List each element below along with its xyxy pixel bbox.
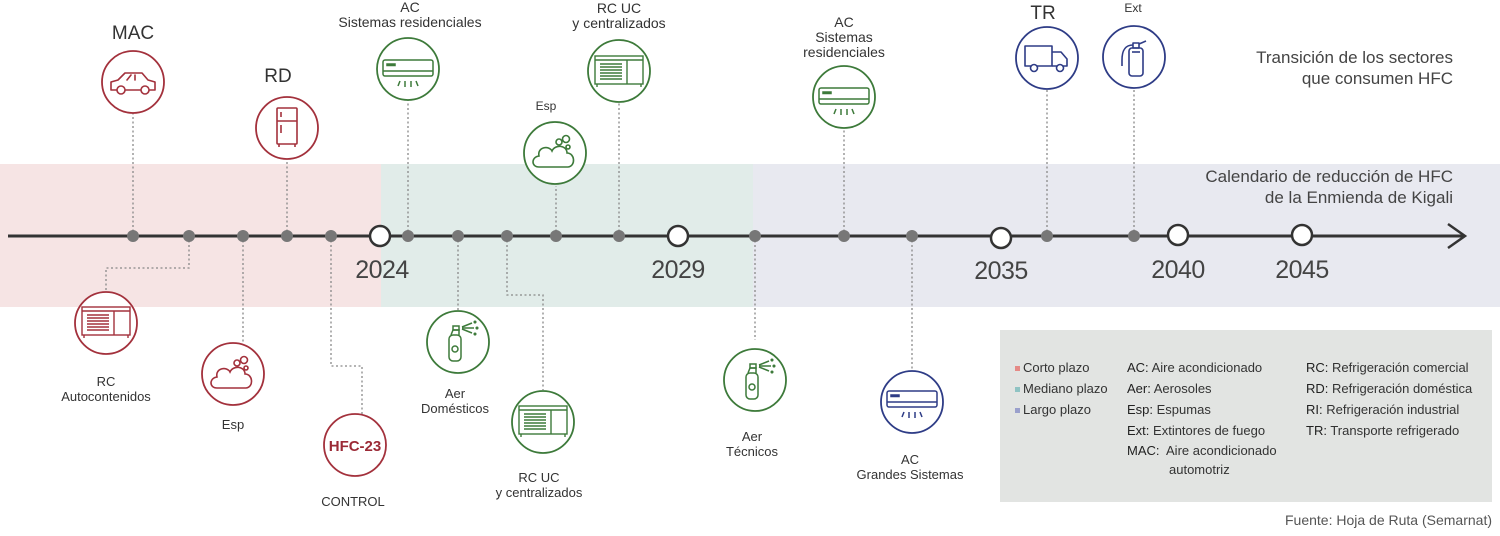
legend-abbreviations-2: RC: Refrigeración comercial RD: Refriger… [1306,360,1473,438]
hfc23-circle [323,413,387,477]
esp-top-label: Esp [535,99,557,113]
axis-arrow [1447,222,1468,250]
rd-label: RD [264,66,292,87]
ac-residential-circle [376,37,440,101]
ext-circle [1102,25,1166,89]
tr-circle [1015,26,1079,90]
legend-box: Corto plazo Mediano plazo Largo plazo AC… [1000,330,1492,502]
mac-label: MAC [111,23,155,44]
year-2024: 2024 [355,256,409,284]
legend-abbreviations-1: AC: Aire acondicionado Aer: Aerosoles Es… [1127,360,1277,477]
year-2035: 2035 [974,257,1028,285]
source-note: Fuente: Hoja de Ruta (Semarnat) [1285,512,1492,528]
year-2040: 2040 [1151,256,1205,284]
esp-bottom-label: Esp [221,417,245,432]
ac-residential-2-circle [812,65,876,129]
control-label: CONTROL [321,494,385,509]
connectors [105,90,1135,414]
aer-domestic-circle [426,310,490,374]
ext-label: Ext [1124,1,1142,15]
year-marker-2040 [1166,223,1190,247]
year-2045: 2045 [1275,256,1329,284]
year-marker-2045 [1290,223,1314,247]
aer-technical-circle [723,348,787,412]
rc-autocontenidos-circle [74,291,138,355]
legend-medium-term: Mediano plazo [1015,378,1108,399]
rc-uc-top-circle [587,39,651,103]
esp-bottom-circle [201,342,265,406]
rd-circle [255,96,319,160]
year-marker-2035 [989,226,1013,250]
legend-long-term: Largo plazo [1015,399,1108,420]
legend-short-term: Corto plazo [1015,357,1108,378]
mac-circle [101,50,165,114]
year-marker-2029 [666,224,690,248]
year-marker-2024 [368,224,392,248]
hfc23-badge: HFC-23 [329,438,382,455]
event-nodes [127,230,1140,242]
legend-terms: Corto plazo Mediano plazo Largo plazo [1015,357,1108,420]
tr-label: TR [1030,3,1056,24]
year-2029: 2029 [651,256,705,284]
rc-uc-bottom-circle [511,390,575,454]
esp-top-circle [523,121,587,185]
